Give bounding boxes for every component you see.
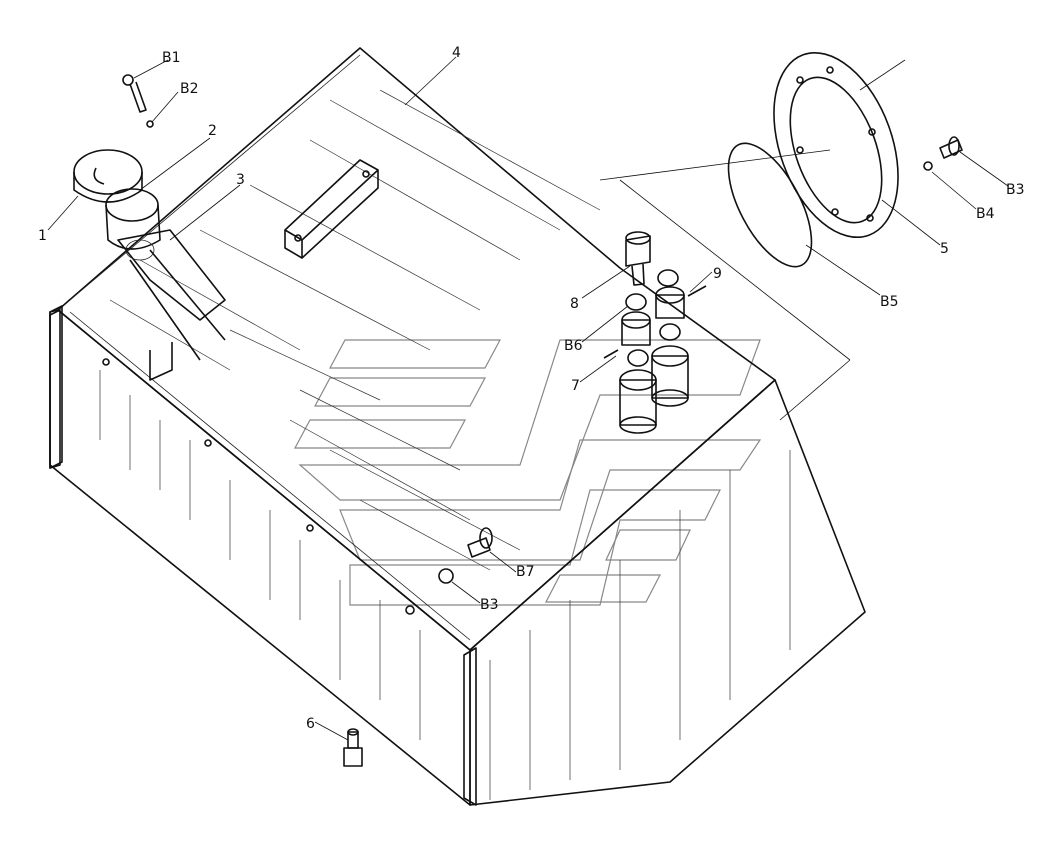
label-part-7: 7	[571, 378, 580, 394]
inspection-cover	[773, 51, 899, 239]
label-part-9: 9	[713, 266, 722, 282]
label-b6: B6	[564, 338, 583, 354]
watermark-logo	[293, 339, 762, 606]
bolt-b1	[122, 74, 154, 128]
label-part-5: 5	[940, 241, 949, 257]
label-part-8: 8	[570, 296, 579, 312]
label-part-1: 1	[38, 228, 47, 244]
label-b1: B1	[162, 50, 181, 66]
bolt-b3-top	[923, 136, 963, 171]
bolt-b7	[467, 527, 493, 558]
label-b3-bottom: B3	[480, 597, 499, 613]
label-b2: B2	[180, 81, 199, 97]
label-b7: B7	[516, 564, 535, 580]
leader-lines	[47, 56, 1009, 741]
label-b4: B4	[976, 206, 995, 222]
drain-plug	[343, 728, 363, 767]
label-part-2: 2	[208, 123, 217, 139]
nut-b3-bottom	[438, 568, 454, 584]
fittings-cluster	[603, 231, 707, 434]
mount-hole	[306, 524, 314, 532]
filler-cap	[73, 149, 143, 195]
mount-hole	[204, 439, 212, 447]
label-part-4: 4	[452, 45, 461, 61]
filler-pipe	[117, 229, 226, 321]
o-ring-b5	[727, 142, 813, 268]
label-part-6: 6	[306, 716, 315, 732]
label-b3-top: B3	[1006, 182, 1025, 198]
label-part-3: 3	[236, 172, 245, 188]
tank-body	[49, 47, 866, 806]
mount-hole	[405, 605, 415, 615]
label-b5: B5	[880, 294, 899, 310]
callout-labels: 1 2 3 4 5 6 7 8 9 B1 B2 B3 B4 B5 B6 B7 B…	[38, 45, 1025, 732]
mount-hole	[102, 358, 110, 366]
filler-neck-assembly	[73, 149, 226, 381]
